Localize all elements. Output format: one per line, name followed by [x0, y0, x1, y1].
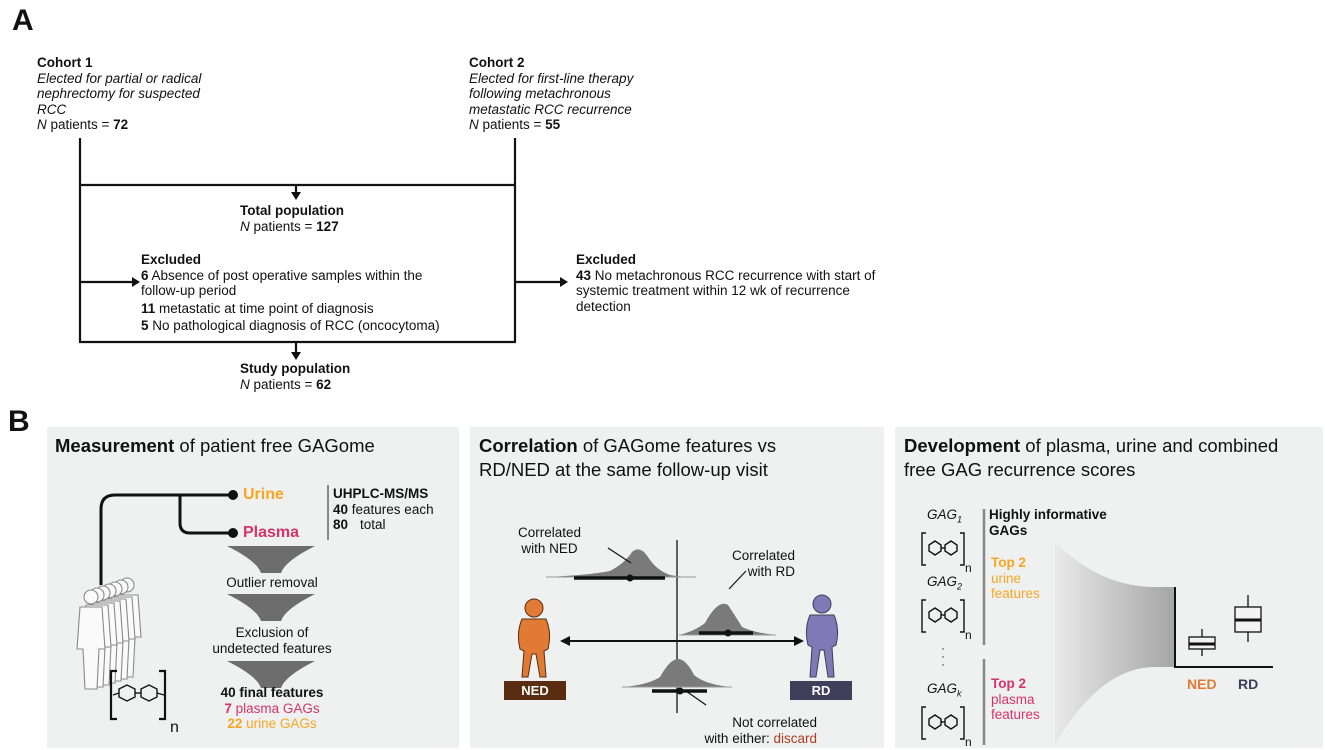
repeat-n-label: n [170, 719, 179, 736]
total-n: N patients = 127 [240, 218, 339, 234]
excluded-left-title: Excluded [141, 252, 202, 267]
urine-label: Urine [243, 486, 284, 503]
study-title: Study population [240, 361, 351, 376]
ned-badge: NED [504, 681, 566, 700]
correlation-graphics [517, 540, 839, 713]
excluded-left-block: Excluded 6 Absence of post operative sam… [141, 252, 440, 334]
excluded-right-line-1: 43 No metachronous RCC recurrence with s… [576, 267, 876, 283]
cohort1-title: Cohort 1 [37, 55, 93, 70]
outlier-label: Outlier removal [226, 575, 318, 590]
gagk-label: GAGk [927, 681, 962, 699]
rd-badge: RD [790, 681, 852, 700]
cohort1-desc-2: nephrectomy for suspected [37, 86, 200, 101]
cohort1-block: Cohort 1 Elected for partial or radical … [37, 55, 201, 133]
gag1-label: GAG1 [927, 507, 963, 525]
measurement-graphics [76, 485, 329, 721]
study-n: N patients = 62 [240, 376, 332, 392]
cohort1-desc-3: RCC [37, 101, 67, 117]
rd-axis-label: RD [1238, 676, 1259, 692]
cohort2-desc-1: Elected for first-line therapy [469, 70, 634, 86]
cohort2-desc-2: following metachronous [469, 86, 611, 101]
total-population-block: Total population N patients = 127 [240, 203, 344, 234]
plasma-gags-count: 7 plasma GAGs [224, 700, 320, 716]
cohort1-n: N patients = 72 [37, 117, 129, 132]
gag2-label: GAG2 [927, 574, 963, 592]
development-graphics [921, 509, 1273, 745]
panel-label-b: B [8, 405, 30, 438]
final-features-block: 40 final features 7 plasma GAGs 22 urine… [200, 685, 344, 732]
cohort2-desc-3: metastatic RCC recurrence [469, 101, 632, 117]
gag2-n: n [965, 628, 972, 642]
gagk-n: n [965, 735, 972, 749]
excluded-right-title: Excluded [576, 252, 637, 267]
excluded-left-item-3: 5 No pathological diagnosis of RCC (onco… [141, 318, 440, 333]
discard-label: discard [773, 730, 817, 746]
final-features-label: 40 final features [220, 685, 324, 700]
study-population-block: Study population N patients = 62 [240, 361, 350, 392]
flowchart-lines [78, 138, 568, 360]
exclusion-label: Exclusion of undetected features [212, 625, 332, 656]
panel-development-title: Development of plasma, urine and combine… [904, 435, 1279, 480]
panel-measurement-title: Measurement of patient free GAGome [55, 435, 375, 456]
total-title: Total population [240, 203, 344, 218]
plasma-label: Plasma [243, 524, 300, 541]
excluded-left-item-1-cont: follow-up period [141, 283, 237, 298]
not-correlated-label: Not correlated with either: discard [704, 715, 817, 746]
excluded-right-block: Excluded 43 No metachronous RCC recurren… [576, 252, 875, 314]
excluded-right-line-2: systemic treatment within 12 wk of recur… [576, 283, 850, 298]
ned-axis-label: NED [1187, 676, 1217, 692]
gag1-n: n [965, 561, 972, 575]
cohort2-title: Cohort 2 [469, 55, 525, 70]
panel-label-a: A [12, 4, 34, 37]
panel-measurement: Measurement of patient free GAGome [47, 427, 459, 748]
cohort1-desc-1: Elected for partial or radical [37, 70, 202, 86]
excluded-left-item-2: 11 metastatic at time point of diagnosis [141, 300, 374, 316]
urine-gags-count: 22 urine GAGs [227, 716, 317, 731]
cohort2-n: N patients = 55 [469, 117, 561, 132]
panel-development: Development of plasma, urine and combine… [895, 427, 1323, 749]
method-label: UHPLC-MS/MS [333, 486, 429, 501]
cohort2-block: Cohort 2 Elected for first-line therapy … [469, 55, 633, 133]
features-each: 40 features each [333, 501, 434, 517]
panel-correlation-title: Correlation of GAGome features vs RD/NED… [479, 435, 777, 480]
panel-correlation: Correlation of GAGome features vs RD/NED… [470, 427, 884, 748]
excluded-left-item-1: 6 Absence of post operative samples with… [141, 267, 423, 283]
excluded-right-line-3: detection [576, 298, 631, 314]
